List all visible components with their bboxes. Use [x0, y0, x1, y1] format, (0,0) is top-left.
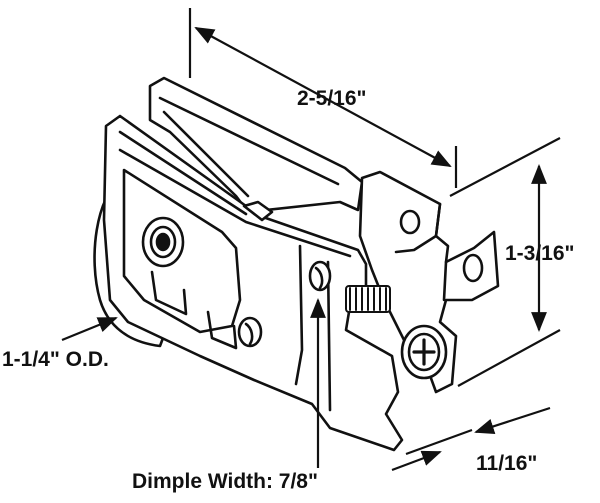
bracket-hole-right: [462, 253, 484, 283]
end-bracket-fold: [394, 202, 448, 302]
axle-bushing: [141, 216, 185, 268]
adjustment-screw: [400, 324, 448, 380]
adjustment-spring: [345, 285, 391, 313]
dimple-lower: [237, 316, 263, 348]
length-label: 2-5/16": [297, 87, 367, 110]
length-dimension-line: [194, 27, 452, 167]
dimple-width-label: Dimple Width: 7/8": [132, 470, 318, 493]
depth-dimension-line: [474, 406, 551, 435]
plate-tab: [150, 270, 238, 350]
height-label: 1-3/16": [505, 242, 575, 265]
bracket-hole-upper: [399, 209, 421, 235]
wheel-diameter-label: 1-1/4" O.D.: [2, 348, 109, 371]
housing-front-face: [102, 114, 404, 452]
housing-tab: [242, 200, 274, 222]
inner-plate: [122, 168, 242, 334]
dimension-lines: [61, 8, 561, 472]
depth-label: 11/16": [476, 452, 537, 475]
wheel-leader: [61, 316, 118, 342]
roller-part-drawing: [93, 76, 500, 452]
housing-top-ridge: [118, 130, 352, 258]
dimple-upper: [308, 260, 332, 292]
dimple-arrow-lower: [391, 450, 442, 472]
housing-side-lines: [294, 244, 332, 412]
